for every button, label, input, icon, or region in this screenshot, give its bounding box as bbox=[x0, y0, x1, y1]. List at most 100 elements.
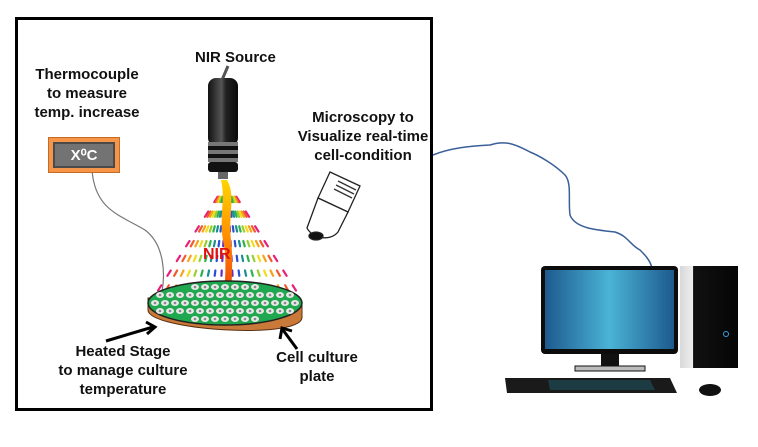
cell-nucleus bbox=[223, 285, 227, 289]
cell-nucleus bbox=[168, 293, 172, 297]
light-dash bbox=[251, 254, 256, 263]
cell-nucleus bbox=[208, 293, 212, 297]
light-dash bbox=[237, 269, 241, 277]
light-dash bbox=[213, 269, 217, 277]
light-dash bbox=[238, 210, 243, 218]
heated-stage-label-line-2: to manage culture bbox=[58, 362, 188, 379]
light-dash bbox=[254, 225, 260, 233]
light-dash bbox=[267, 254, 273, 263]
cell-nucleus bbox=[208, 309, 212, 313]
cell-nucleus bbox=[178, 309, 182, 313]
light-dash bbox=[246, 254, 250, 263]
cell-nucleus bbox=[268, 293, 272, 297]
light-dash bbox=[216, 210, 220, 218]
cell-culture-label: Cell culture plate bbox=[262, 348, 372, 386]
light-dash bbox=[254, 239, 260, 248]
light-dash bbox=[197, 225, 204, 233]
light-dash bbox=[206, 269, 211, 277]
light-dash bbox=[263, 269, 268, 277]
cell-nucleus bbox=[163, 301, 167, 305]
cell-nucleus bbox=[168, 309, 172, 313]
light-dash bbox=[215, 225, 220, 233]
cell-nucleus bbox=[198, 293, 202, 297]
cell-nucleus bbox=[213, 317, 217, 321]
light-dash bbox=[209, 254, 214, 263]
cell-nucleus bbox=[228, 309, 232, 313]
light-dash bbox=[187, 254, 192, 263]
thermocouple-label-line-3: temp. increase bbox=[34, 104, 140, 121]
light-dash bbox=[282, 269, 288, 277]
desktop-computer-icon bbox=[505, 266, 738, 396]
thermocouple-label-line-2: to measure bbox=[46, 85, 128, 102]
light-dash bbox=[250, 225, 257, 233]
cell-nucleus bbox=[153, 301, 157, 305]
cell-culture-label-line-1: Cell culture bbox=[276, 349, 358, 366]
light-dash bbox=[208, 210, 214, 218]
cell-nucleus bbox=[178, 293, 182, 297]
cell-nucleus bbox=[218, 293, 222, 297]
light-dash bbox=[250, 269, 254, 277]
light-dash bbox=[236, 210, 241, 218]
light-dash bbox=[206, 210, 212, 218]
light-dash bbox=[244, 210, 251, 218]
light-dash bbox=[256, 269, 261, 277]
light-dash bbox=[204, 254, 208, 263]
light-dash bbox=[259, 239, 265, 248]
cell-nucleus bbox=[203, 301, 207, 305]
thermocouple-label-line-1: Thermocouple bbox=[35, 66, 139, 83]
light-dash bbox=[233, 239, 237, 248]
light-dash bbox=[291, 284, 298, 292]
light-dash bbox=[269, 269, 275, 277]
light-dash bbox=[237, 239, 242, 248]
light-dash bbox=[240, 254, 245, 263]
light-dash bbox=[246, 239, 251, 248]
cell-nucleus bbox=[278, 293, 282, 297]
light-dash bbox=[186, 269, 191, 277]
light-dash bbox=[185, 239, 191, 248]
light-dash bbox=[208, 225, 213, 233]
light-dash bbox=[173, 269, 179, 277]
light-dash bbox=[215, 254, 219, 263]
light-dash bbox=[212, 239, 217, 248]
cell-nucleus bbox=[228, 293, 232, 297]
cell-nucleus bbox=[203, 285, 207, 289]
heated-stage-label-line-3: temperature bbox=[79, 381, 167, 398]
light-dash bbox=[192, 254, 198, 263]
light-dash bbox=[240, 210, 246, 218]
light-dash bbox=[181, 254, 187, 263]
cell-nucleus bbox=[253, 317, 257, 321]
temperature-readout: X⁰C bbox=[53, 142, 115, 168]
light-dash bbox=[244, 225, 249, 233]
microscope-objective-icon bbox=[306, 171, 361, 241]
thermocouple-wire bbox=[91, 169, 164, 293]
light-dash bbox=[234, 210, 238, 218]
microscopy-label-line-3: cell-condition bbox=[314, 147, 412, 164]
cell-nucleus bbox=[193, 285, 197, 289]
light-dash bbox=[217, 239, 221, 248]
light-dash bbox=[219, 225, 223, 233]
light-dash bbox=[220, 195, 225, 204]
cell-nucleus bbox=[213, 301, 217, 305]
light-dash bbox=[218, 210, 223, 218]
light-dash bbox=[189, 239, 195, 248]
cell-nucleus bbox=[238, 309, 242, 313]
cell-nucleus bbox=[243, 301, 247, 305]
cell-nucleus bbox=[258, 293, 262, 297]
light-dash bbox=[201, 225, 207, 233]
light-dash bbox=[198, 239, 204, 248]
light-dash bbox=[175, 254, 182, 263]
light-dash bbox=[198, 254, 203, 263]
light-dash bbox=[235, 254, 239, 263]
cell-nucleus bbox=[198, 309, 202, 313]
light-dash bbox=[208, 239, 212, 248]
nir-beam-label: NIR bbox=[203, 246, 231, 263]
light-dash bbox=[205, 225, 210, 233]
cell-nucleus bbox=[293, 301, 297, 305]
cell-nucleus bbox=[253, 301, 257, 305]
cell-nucleus bbox=[288, 293, 292, 297]
thermocouple-label: Thermocouple to measure temp. increase bbox=[27, 65, 147, 122]
light-dash bbox=[212, 225, 216, 233]
light-dash bbox=[250, 239, 256, 248]
cell-nucleus bbox=[158, 293, 162, 297]
light-dash bbox=[275, 269, 281, 277]
